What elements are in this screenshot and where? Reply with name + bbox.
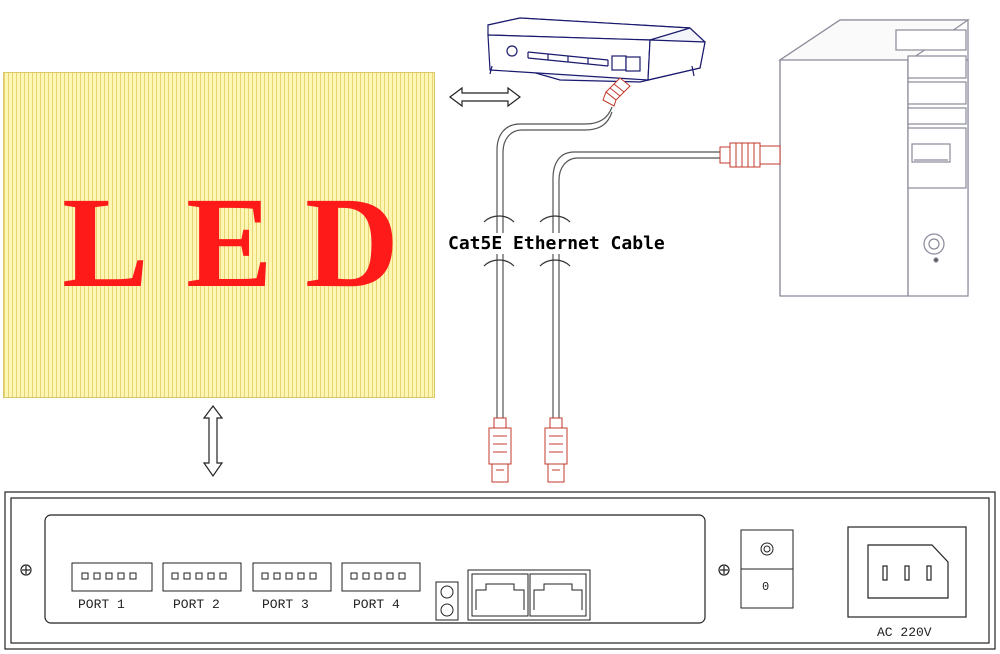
power-socket bbox=[847, 526, 967, 618]
sending-box bbox=[487, 17, 706, 83]
port-3-label: PORT 3 bbox=[262, 597, 309, 612]
rj45-jacks bbox=[467, 569, 591, 621]
ethernet-cables bbox=[483, 106, 722, 420]
power-switch-label: 0 bbox=[762, 580, 770, 594]
cable-label: Cat5E Ethernet Cable bbox=[446, 233, 667, 254]
arrow-led-to-controller bbox=[202, 405, 224, 478]
led-panel bbox=[3, 72, 435, 398]
status-indicators bbox=[435, 581, 459, 621]
power-switch bbox=[740, 529, 794, 609]
port-block-3 bbox=[252, 562, 332, 592]
rj45-connector-box bbox=[602, 77, 631, 107]
port-block-4 bbox=[341, 562, 421, 592]
port-1-label: PORT 1 bbox=[78, 597, 125, 612]
led-letter-d: D bbox=[305, 171, 399, 315]
rj45-connector-right bbox=[544, 417, 568, 483]
port-block-1 bbox=[71, 562, 153, 592]
rj45-connector-pc bbox=[719, 142, 781, 168]
ac-voltage-label: AC 220V bbox=[877, 625, 932, 640]
led-letter-l: L bbox=[62, 171, 149, 315]
port-4-label: PORT 4 bbox=[353, 597, 400, 612]
computer-tower bbox=[778, 19, 970, 297]
port-block-2 bbox=[162, 562, 242, 592]
rj45-connector-left bbox=[488, 417, 512, 483]
port-2-label: PORT 2 bbox=[173, 597, 220, 612]
arrow-led-to-box bbox=[449, 86, 521, 108]
led-letter-e: E bbox=[186, 171, 273, 315]
